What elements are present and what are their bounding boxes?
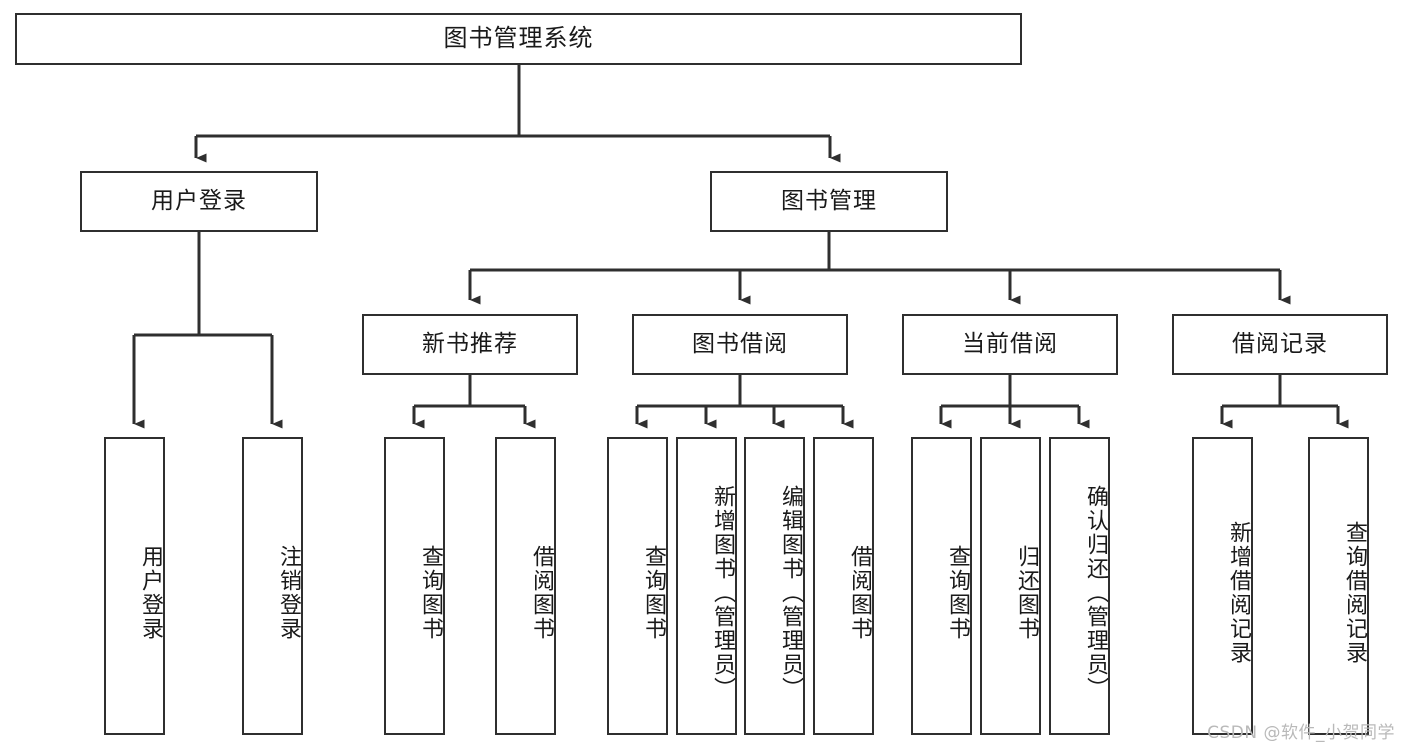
edge-bookmanage-to-children <box>468 232 1291 305</box>
node-book-management[interactable]: 图书管理 <box>710 171 948 232</box>
node-label: 当前借阅 <box>962 331 1058 358</box>
node-label: 图书管理系统 <box>443 24 594 53</box>
node-label: 新增图书（管理员） <box>710 485 735 701</box>
node-leaf-query-book-current[interactable]: 查询图书 <box>911 437 972 735</box>
node-label: 查询借阅记录 <box>1342 521 1367 665</box>
node-label: 图书借阅 <box>692 331 788 358</box>
node-label: 用户登录 <box>151 188 247 215</box>
node-leaf-borrow-book-newrec[interactable]: 借阅图书 <box>495 437 556 735</box>
node-label: 注销登录 <box>276 545 301 641</box>
edge-bookborrow-to-children <box>635 375 854 429</box>
edge-currentborrow-to-children <box>939 375 1090 429</box>
edge-borrowrecord-to-children <box>1220 375 1349 429</box>
edge-root-to-bus <box>194 65 841 163</box>
node-label: 借阅图书 <box>529 545 554 641</box>
node-user-login[interactable]: 用户登录 <box>80 171 318 232</box>
node-leaf-add-borrow-record[interactable]: 新增借阅记录 <box>1192 437 1253 735</box>
node-label: 图书管理 <box>781 188 877 215</box>
node-leaf-query-book-newrec[interactable]: 查询图书 <box>384 437 445 735</box>
node-label: 用户登录 <box>138 545 163 641</box>
node-label: 归还图书 <box>1014 545 1039 641</box>
node-leaf-return-book[interactable]: 归还图书 <box>980 437 1041 735</box>
node-label: 查询图书 <box>641 545 666 641</box>
node-leaf-edit-book-admin[interactable]: 编辑图书（管理员） <box>744 437 805 735</box>
node-label: 确认归还（管理员） <box>1083 485 1108 701</box>
edge-userlogin-to-children <box>132 232 283 429</box>
node-root-book-management-system[interactable]: 图书管理系统 <box>15 13 1022 65</box>
node-leaf-logout[interactable]: 注销登录 <box>242 437 303 735</box>
node-leaf-user-login[interactable]: 用户登录 <box>104 437 165 735</box>
node-new-book-recommendation[interactable]: 新书推荐 <box>362 314 578 375</box>
node-borrowing-record[interactable]: 借阅记录 <box>1172 314 1388 375</box>
node-leaf-borrow-book[interactable]: 借阅图书 <box>813 437 874 735</box>
node-label: 借阅记录 <box>1232 331 1328 358</box>
node-leaf-query-borrow-record[interactable]: 查询借阅记录 <box>1308 437 1369 735</box>
node-current-borrowing[interactable]: 当前借阅 <box>902 314 1118 375</box>
node-leaf-confirm-return-admin[interactable]: 确认归还（管理员） <box>1049 437 1110 735</box>
node-book-borrowing[interactable]: 图书借阅 <box>632 314 848 375</box>
node-label: 借阅图书 <box>847 545 872 641</box>
node-leaf-add-book-admin[interactable]: 新增图书（管理员） <box>676 437 737 735</box>
node-label: 查询图书 <box>945 545 970 641</box>
node-label: 查询图书 <box>418 545 443 641</box>
node-label: 编辑图书（管理员） <box>778 485 803 701</box>
node-label: 新增借阅记录 <box>1226 521 1251 665</box>
node-leaf-query-book-borrow[interactable]: 查询图书 <box>607 437 668 735</box>
edge-newbook-to-children <box>412 375 536 429</box>
node-label: 新书推荐 <box>422 331 518 358</box>
